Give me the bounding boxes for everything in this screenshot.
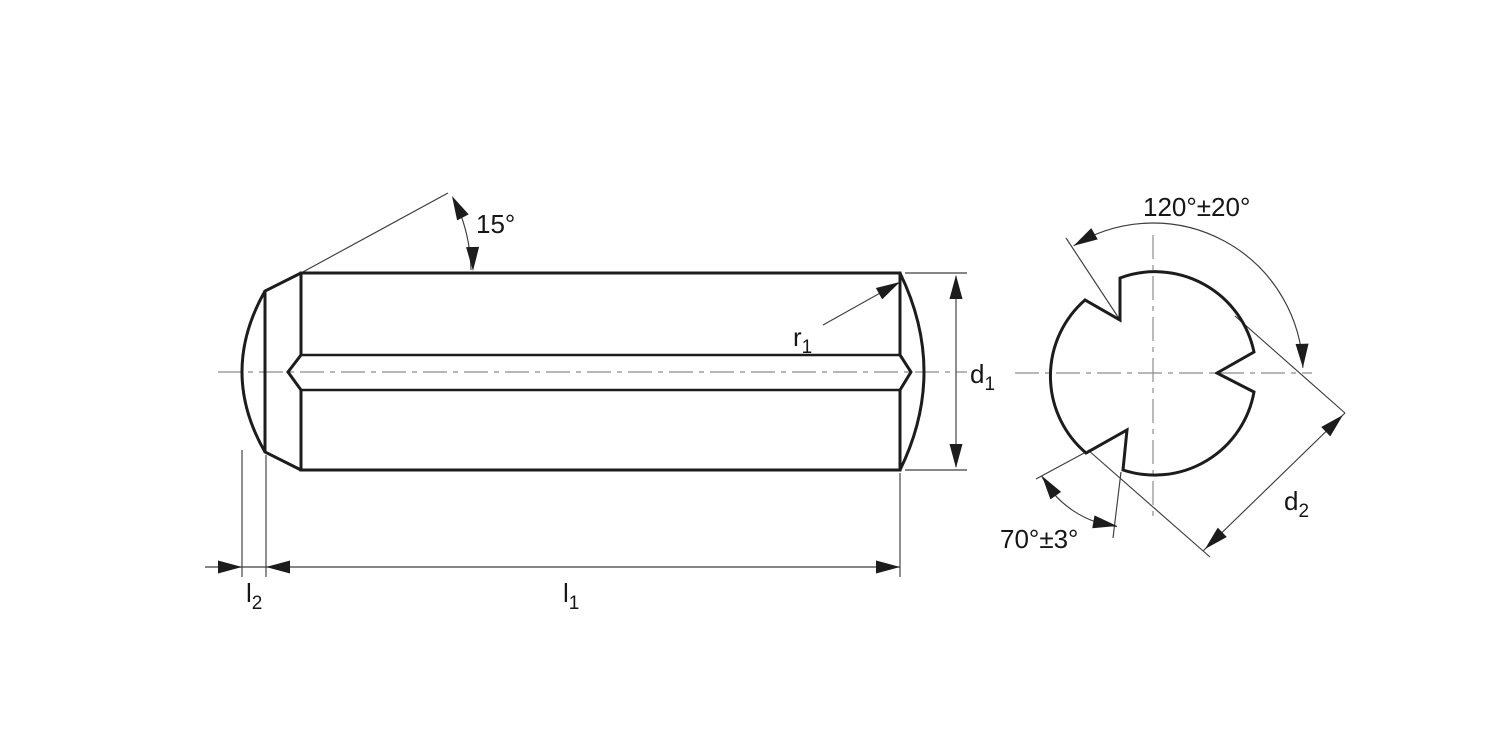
groove-flank-angle-arc (1040, 475, 1118, 528)
diameter-label: d1 (970, 359, 995, 395)
groove-spacing-angle-label: 120°±20° (1143, 192, 1250, 222)
groove-flank-extension-line-a (1035, 451, 1087, 480)
groove-spacing-arrow-icon (1073, 228, 1098, 246)
expanded-diameter-label: d2 (1284, 486, 1309, 522)
expanded-diameter-dimension-line (1202, 412, 1346, 552)
pin-chamfered-end-face (263, 271, 302, 472)
groove-flank-arrow-icon (1042, 476, 1062, 500)
dimension-arrowheads (218, 196, 1343, 574)
groove-flank-angle-label: 70°±3° (1000, 524, 1078, 554)
chamfer-angle-arrow-icon (452, 196, 469, 221)
groove-spacing-angle-arc (1073, 222, 1304, 368)
pin-side-view (240, 271, 926, 472)
section-outline-with-grooves (1049, 270, 1256, 477)
full-length-label: l1 (563, 578, 579, 614)
groove-spacing-arrow-icon (1295, 343, 1309, 368)
expanded-diameter-arrow-icon (1321, 415, 1343, 437)
end-length-label: l2 (246, 578, 262, 614)
dimension-labels: 15° r1 d1 l2 l1 120°±20° 70°±3° d2 (246, 192, 1309, 614)
pin-dome-end-arc (240, 290, 267, 453)
expanded-diameter-arrow-icon (1205, 527, 1227, 549)
pin-section-view (1049, 270, 1256, 477)
groove-spacing-extension-line (1065, 237, 1121, 321)
diameter-arrow-icon (949, 275, 963, 299)
dimension-lines (205, 192, 1346, 577)
chamfer-angle-label: 15° (476, 209, 515, 239)
diameter-arrow-icon (949, 444, 963, 468)
radius-leader-arrow-icon (875, 282, 900, 300)
chamfer-extension-line (300, 192, 449, 274)
radius-label: r1 (793, 322, 812, 358)
end-length-arrow-icon (218, 560, 242, 574)
expanded-diameter-extension-lower (1087, 449, 1211, 558)
centerlines (218, 235, 1312, 520)
diameter-extension-lines (905, 272, 967, 471)
chamfer-angle-arrow-icon (466, 246, 480, 271)
groove-flank-extension-line-b (1112, 471, 1122, 539)
full-length-arrow-icon (266, 560, 290, 574)
pin-crowned-end-arc (898, 272, 926, 471)
expanded-diameter-extension-upper (1234, 315, 1346, 414)
groove-flank-arrow-icon (1092, 515, 1117, 529)
full-length-arrow-icon (876, 560, 900, 574)
